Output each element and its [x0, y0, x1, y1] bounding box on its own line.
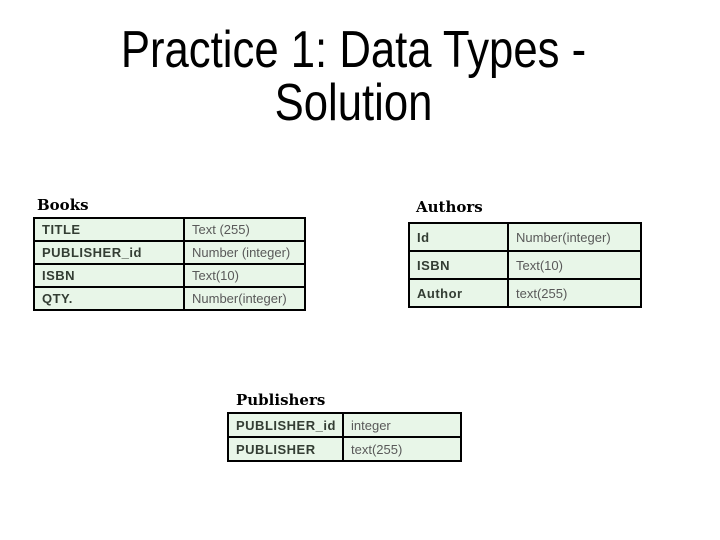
field-type-cell: text(255)	[507, 278, 642, 308]
field-type-cell: Text(10)	[507, 250, 642, 280]
field-name-cell: QTY.	[33, 286, 185, 311]
field-name-cell: PUBLISHER_id	[227, 412, 344, 438]
field-name-cell: ISBN	[408, 250, 509, 280]
field-name-cell: PUBLISHER	[227, 436, 344, 462]
field-type-cell: integer	[342, 412, 462, 438]
table-row: Id Number(integer)	[408, 222, 642, 252]
field-name-cell: Author	[408, 278, 509, 308]
table-row: QTY. Number(integer)	[33, 286, 306, 311]
field-name-cell: Id	[408, 222, 509, 252]
field-type-cell: Number(integer)	[183, 286, 306, 311]
table-row: ISBN Text(10)	[33, 263, 306, 288]
table-row: PUBLISHER text(255)	[227, 436, 462, 462]
field-type-cell: Number (integer)	[183, 240, 306, 265]
table-row: PUBLISHER_id Number (integer)	[33, 240, 306, 265]
table-row: ISBN Text(10)	[408, 250, 642, 280]
slide-title-line2: Solution	[274, 74, 433, 132]
field-type-cell: Text (255)	[183, 217, 306, 242]
authors-table: Id Number(integer) ISBN Text(10) Author …	[408, 222, 642, 308]
books-table: TITLE Text (255) PUBLISHER_id Number (in…	[33, 217, 306, 311]
publishers-table-label: Publishers	[236, 391, 326, 409]
field-type-cell: Text(10)	[183, 263, 306, 288]
publishers-table: PUBLISHER_id integer PUBLISHER text(255)	[227, 412, 462, 462]
table-row: Author text(255)	[408, 278, 642, 308]
table-row: TITLE Text (255)	[33, 217, 306, 242]
table-row: PUBLISHER_id integer	[227, 412, 462, 438]
field-name-cell: ISBN	[33, 263, 185, 288]
authors-table-label: Authors	[416, 198, 483, 216]
field-name-cell: PUBLISHER_id	[33, 240, 185, 265]
field-type-cell: Number(integer)	[507, 222, 642, 252]
field-type-cell: text(255)	[342, 436, 462, 462]
slide-title-line1: Practice 1: Data Types -	[120, 21, 587, 79]
field-name-cell: TITLE	[33, 217, 185, 242]
books-table-label: Books	[37, 196, 89, 214]
slide-title: Practice 1: Data Types - Solution	[57, 24, 651, 130]
